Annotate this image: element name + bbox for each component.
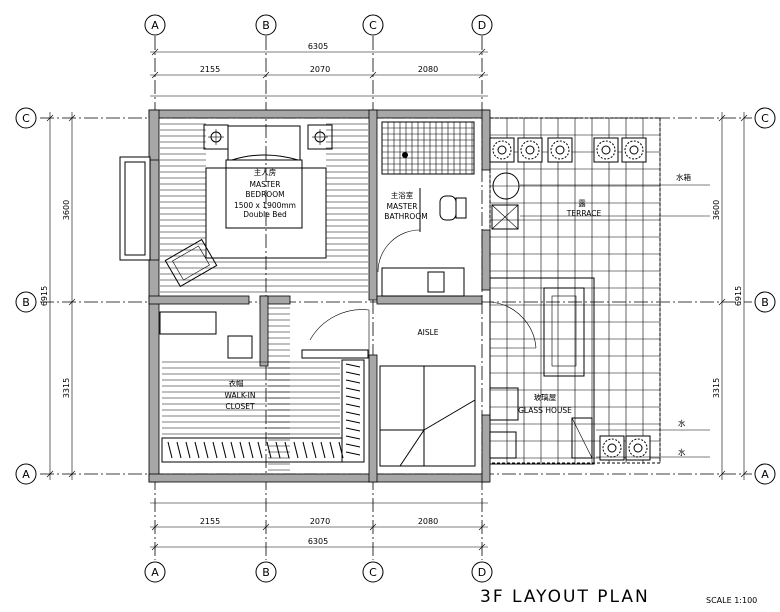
walls — [148, 109, 491, 483]
axis-label-a-left: A — [22, 468, 30, 481]
column-axis-markers-bottom: A B C D — [144, 561, 493, 583]
dim-bottom-total: 6305 — [308, 537, 328, 546]
axis-label-d-bottom: D — [478, 566, 486, 579]
plan-scale: SCALE 1:100 — [706, 596, 757, 605]
row-axis-markers-right: C B A — [754, 107, 776, 485]
axis-label-c-right: C — [761, 112, 769, 125]
water-pipes — [596, 429, 710, 458]
axis-label-c-left: C — [22, 112, 30, 125]
dimension-lines-side — [46, 112, 748, 480]
double-bed — [203, 124, 333, 259]
dim-top-total: 6305 — [308, 42, 328, 51]
dim-left-lower: 3315 — [62, 378, 71, 398]
dim-right-total: 6915 — [734, 286, 743, 306]
axis-label-b-right: B — [761, 296, 769, 309]
axis-label-b-top: B — [262, 19, 270, 32]
axis-label-a-top: A — [151, 19, 159, 32]
terrace-label: TERRACE — [566, 209, 602, 218]
axis-label-d-top: D — [478, 19, 486, 32]
dim-bottom-seg-1: 2155 — [200, 517, 220, 526]
water-label-2: 水 — [678, 447, 686, 457]
room-labels: 主人房 MASTER BEDROOM 1500 x 1900mm Double … — [225, 167, 692, 457]
bed-type-label: Double Bed — [243, 210, 287, 219]
dim-top-seg-1: 2155 — [200, 65, 220, 74]
axis-label-a-bottom: A — [151, 566, 159, 579]
water-tank — [491, 172, 710, 230]
bathroom-label-line2: BATHROOM — [384, 212, 427, 221]
glass-house-cn-label: 玻璃屋 — [534, 392, 557, 402]
dim-left-total: 6915 — [40, 286, 49, 306]
dimension-lines-top — [150, 48, 488, 97]
bedroom-label-line1: MASTER — [250, 180, 281, 189]
staircase — [379, 365, 476, 467]
bay-window — [119, 156, 151, 261]
bed-size-label: 1500 x 1900mm — [234, 201, 296, 210]
bedroom-label-line2: BEDROOM — [245, 190, 284, 199]
terrace-area — [489, 117, 661, 465]
bathroom-cn-label: 主浴室 — [391, 190, 414, 200]
bathroom-label-line1: MASTER — [387, 202, 418, 211]
dim-bottom-seg-2: 2070 — [310, 517, 330, 526]
closet-cn-label: 衣帽 — [229, 378, 244, 388]
axis-label-a-right: A — [761, 468, 769, 481]
plan-title: 3F LAYOUT PLAN — [480, 587, 650, 607]
axis-label-b-bottom: B — [262, 566, 270, 579]
glass-house-label: GLASS HOUSE — [518, 406, 572, 415]
dim-top-seg-2: 2070 — [310, 65, 330, 74]
closet-label-line1: WALK-IN — [225, 391, 256, 400]
bathroom-fixtures — [377, 121, 475, 297]
axis-label-b-left: B — [22, 296, 30, 309]
row-axis-markers-left: C B A — [15, 107, 37, 485]
closet-furniture — [159, 311, 369, 463]
terrace-cn-label: 露 — [578, 199, 586, 208]
dim-bottom-seg-3: 2080 — [418, 517, 438, 526]
dim-right-lower: 3315 — [712, 378, 721, 398]
axis-label-c-bottom: C — [369, 566, 377, 579]
armchair — [164, 238, 218, 288]
aisle-doors — [309, 301, 537, 355]
dim-top-seg-3: 2080 — [418, 65, 438, 74]
closet-label-line2: CLOSET — [225, 402, 255, 411]
bedroom-floor-hatch — [160, 123, 368, 293]
water-tank-label: 水箱 — [676, 172, 691, 182]
axis-label-c-top: C — [369, 19, 377, 32]
dimension-lines-bottom — [150, 502, 488, 551]
column-axis-markers-top: A B C D — [144, 14, 493, 36]
water-label-1: 水 — [678, 418, 686, 428]
dim-right-upper: 3600 — [712, 200, 721, 220]
aisle-label: AISLE — [417, 328, 438, 337]
bedroom-cn-label: 主人房 — [254, 167, 277, 177]
dim-left-upper: 3600 — [62, 200, 71, 220]
closet-floor-hatch — [162, 307, 340, 471]
glass-house-furniture — [489, 287, 593, 459]
